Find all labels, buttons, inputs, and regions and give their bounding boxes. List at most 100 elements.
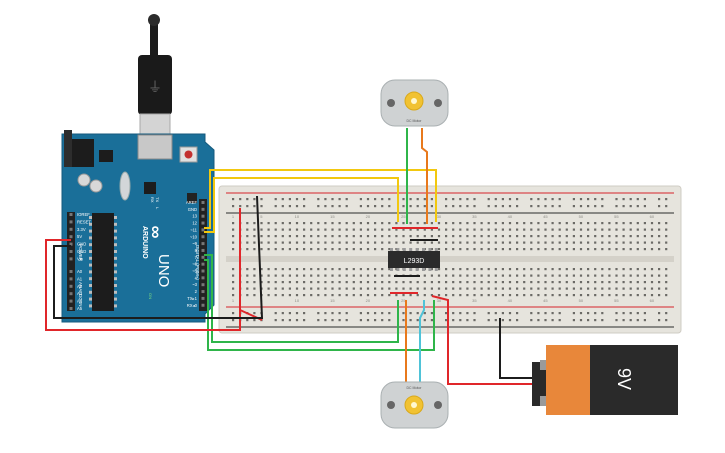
column-number: 20 — [366, 298, 371, 303]
column-number: 45 — [543, 298, 548, 303]
header-pin[interactable] — [201, 207, 205, 211]
header-pin[interactable] — [69, 307, 73, 310]
header-pin[interactable] — [69, 220, 73, 224]
rail-hole — [274, 198, 277, 201]
terminal-hole — [615, 287, 618, 290]
dc-motor-top[interactable]: DC Motor — [380, 79, 449, 127]
header-pin[interactable] — [201, 214, 205, 218]
battery-clip — [532, 362, 546, 406]
terminal-hole — [274, 222, 277, 225]
wire-cyan-motor-bottom[interactable] — [419, 300, 425, 385]
column-number: 40 — [508, 298, 513, 303]
wire-yellow-2[interactable] — [204, 177, 399, 233]
wire-red-battery[interactable] — [431, 295, 540, 385]
header-pin[interactable] — [69, 227, 73, 231]
battery-9v[interactable]: 9V — [532, 345, 678, 415]
terminal-hole — [629, 268, 632, 271]
terminal-hole — [260, 228, 263, 231]
terminal-hole — [537, 235, 540, 238]
rail-hole — [594, 319, 597, 322]
header-pin[interactable] — [69, 257, 73, 261]
terminal-hole — [658, 268, 661, 271]
terminal-hole — [416, 241, 419, 244]
header-pin[interactable] — [69, 250, 73, 253]
header-pin[interactable] — [201, 269, 205, 273]
terminal-hole — [508, 274, 512, 277]
terminal-hole — [295, 241, 299, 244]
usb-cable-end-icon — [148, 14, 160, 26]
chip-pin — [409, 248, 413, 251]
terminal-hole — [295, 294, 299, 297]
l293d-chip[interactable]: L293D — [388, 248, 440, 271]
wire-red-5v[interactable] — [45, 208, 241, 331]
header-pin[interactable] — [69, 292, 73, 296]
terminal-hole — [530, 281, 533, 284]
header-pin[interactable] — [201, 303, 205, 307]
terminal-hole — [246, 274, 249, 277]
header-pin[interactable] — [201, 290, 205, 294]
header-pin[interactable] — [201, 276, 205, 280]
header-pin[interactable] — [201, 283, 205, 287]
usb-cable[interactable]: ⏚ — [138, 14, 172, 141]
arduino-uno[interactable]: ⏚ ∞ ARDUINO UNO DIGITAL (PWM~) POWER ANA… — [61, 14, 215, 323]
rail-hole — [281, 319, 284, 322]
wire-orange-motor-top[interactable] — [421, 128, 428, 224]
dc-motor-bottom[interactable]: DC Motor — [380, 381, 449, 429]
terminal-hole — [352, 235, 355, 238]
rail-hole — [629, 198, 632, 201]
header-pin[interactable] — [201, 262, 205, 266]
terminal-hole — [366, 268, 370, 271]
rail-hole — [338, 198, 341, 201]
terminal-hole — [430, 268, 433, 271]
terminal-hole — [558, 222, 561, 225]
terminal-hole — [402, 241, 405, 244]
wire-green-2[interactable] — [204, 259, 435, 351]
terminal-hole — [544, 228, 547, 231]
header-pin[interactable] — [69, 284, 73, 288]
terminal-hole — [587, 287, 590, 290]
icsp-header — [187, 193, 197, 203]
terminal-hole — [466, 294, 469, 297]
terminal-hole — [608, 287, 611, 290]
motor-top-shaft — [411, 98, 417, 104]
rail-hole — [494, 312, 497, 315]
header-pin[interactable] — [69, 242, 73, 246]
header-pin[interactable] — [69, 277, 73, 281]
analog-header[interactable] — [67, 268, 75, 311]
header-pin[interactable] — [69, 213, 73, 216]
terminal-hole — [437, 222, 441, 225]
header-pin[interactable] — [201, 248, 205, 252]
header-pin[interactable] — [201, 255, 205, 259]
terminal-hole — [359, 281, 362, 284]
wire-black-battery[interactable] — [499, 318, 540, 379]
header-pin[interactable] — [69, 299, 73, 303]
header-pin[interactable] — [201, 296, 205, 300]
wire-yellow-1[interactable] — [204, 169, 437, 229]
atmega-pin — [89, 243, 92, 247]
terminal-hole — [381, 241, 384, 244]
pin-label: A5 — [77, 306, 83, 311]
header-pin[interactable] — [201, 221, 205, 225]
header-pin[interactable] — [69, 235, 73, 239]
terminal-hole — [629, 228, 632, 231]
wire-black-gnd[interactable] — [53, 195, 264, 319]
header-pin[interactable] — [201, 242, 205, 246]
terminal-hole — [572, 294, 575, 297]
terminal-hole — [544, 222, 547, 225]
digital-header[interactable] — [199, 199, 207, 311]
rail-hole — [601, 312, 604, 315]
rail-hole — [487, 312, 490, 315]
terminal-hole — [530, 274, 533, 277]
terminal-hole — [445, 222, 448, 225]
header-pin[interactable] — [201, 201, 205, 204]
wire-green-1[interactable] — [204, 254, 399, 343]
rail-hole — [303, 319, 306, 322]
terminal-hole — [295, 287, 299, 290]
header-pin[interactable] — [201, 235, 205, 239]
rail-hole — [359, 312, 362, 315]
terminal-hole — [473, 268, 476, 271]
terminal-hole — [650, 222, 654, 225]
header-pin[interactable] — [69, 270, 73, 273]
header-pin[interactable] — [201, 228, 205, 232]
